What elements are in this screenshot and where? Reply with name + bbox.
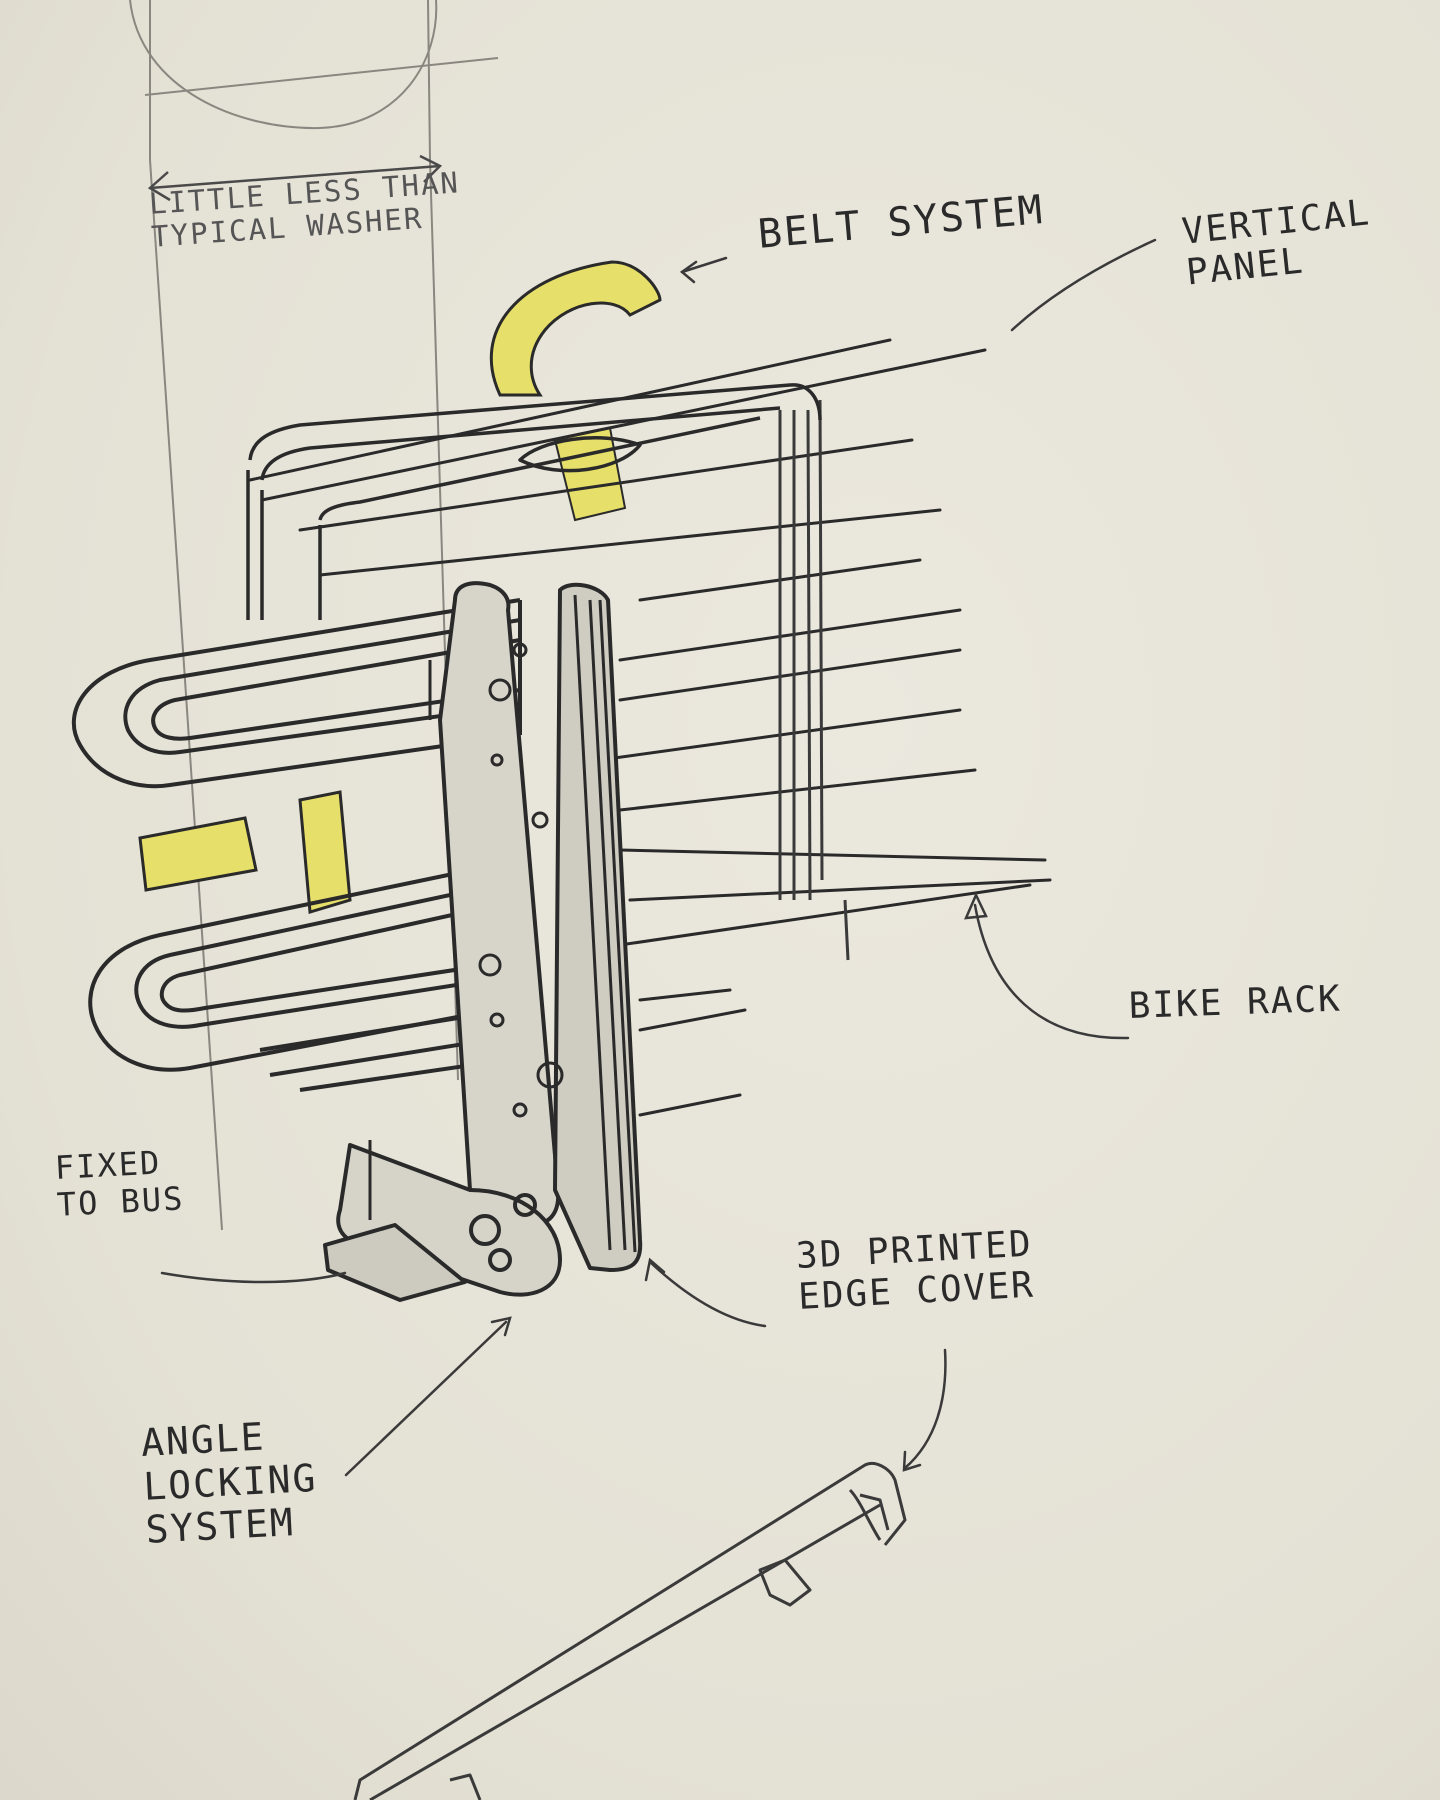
edge-cover-detail [353, 1462, 907, 1800]
hinge-base [323, 1140, 562, 1302]
bike-rack-label: BIKE RACK [1128, 978, 1343, 1027]
vertical-panel-lines [778, 399, 850, 961]
width-dimension-arrow [147, 154, 443, 202]
fixed-to-bus-label: FIXED TO BUS [53, 1143, 186, 1224]
locking-plate [438, 581, 643, 1272]
top-frame [246, 383, 822, 620]
upper-hook [71, 598, 522, 789]
edge-cover-label: 3D PRINTED EDGE COVER [795, 1223, 1036, 1319]
plate-holes [478, 642, 564, 1118]
leader-lines [160, 238, 1157, 1477]
angle-locking-label: ANGLE LOCKING SYSTEM [139, 1414, 319, 1553]
